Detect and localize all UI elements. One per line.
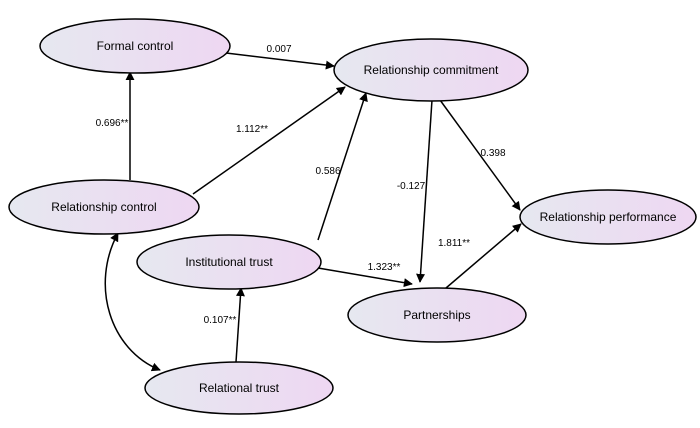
node-relational-trust-label: Relational trust [199, 381, 280, 395]
edge-formal-control-to-commitment [225, 52, 335, 70]
node-relationship-performance: Relationship performance [519, 189, 697, 245]
label-relationship-control-to-formal-control: 0.696** [96, 118, 129, 129]
edge-institutional-trust-to-commitment [317, 92, 368, 241]
edge-relationship-control-relational-trust-covariance [104, 232, 161, 372]
edge-institutional-trust-to-partnerships [317, 267, 413, 288]
node-relationship-control-label: Relationship control [51, 200, 156, 214]
node-partnerships-label: Partnerships [403, 308, 470, 322]
node-partnerships: Partnerships [347, 287, 527, 343]
edge-partnerships-to-performance [445, 223, 522, 289]
label-relational-trust-to-institutional-trust: 0.107** [204, 315, 237, 326]
node-formal-control-label: Formal control [97, 39, 174, 53]
edge-relationship-control-to-commitment [192, 86, 346, 195]
node-relationship-commitment-label: Relationship commitment [364, 63, 499, 77]
edge-relational-trust-to-institutional-trust [235, 287, 245, 363]
label-partnerships-to-performance: 1.811** [438, 238, 470, 249]
label-relationship-control-to-commitment: 1.112** [236, 124, 268, 135]
label-institutional-trust-to-commitment: 0.586 [315, 166, 340, 177]
node-relationship-control: Relationship control [8, 179, 200, 235]
node-institutional-trust: Institutional trust [136, 234, 322, 290]
edge-commitment-to-partnerships [416, 99, 433, 283]
node-formal-control: Formal control [39, 18, 231, 74]
node-relationship-performance-label: Relationship performance [540, 210, 677, 224]
label-commitment-to-partnerships: -0.127 [397, 181, 426, 192]
node-institutional-trust-label: Institutional trust [185, 255, 273, 269]
label-formal-control-to-commitment: 0.007 [266, 44, 291, 55]
node-relational-trust: Relational trust [144, 361, 334, 415]
label-commitment-to-performance: 0.398 [480, 148, 505, 159]
node-relationship-commitment: Relationship commitment [333, 38, 529, 102]
edge-commitment-to-performance [439, 99, 521, 211]
label-institutional-trust-to-partnerships: 1.323** [368, 262, 401, 273]
